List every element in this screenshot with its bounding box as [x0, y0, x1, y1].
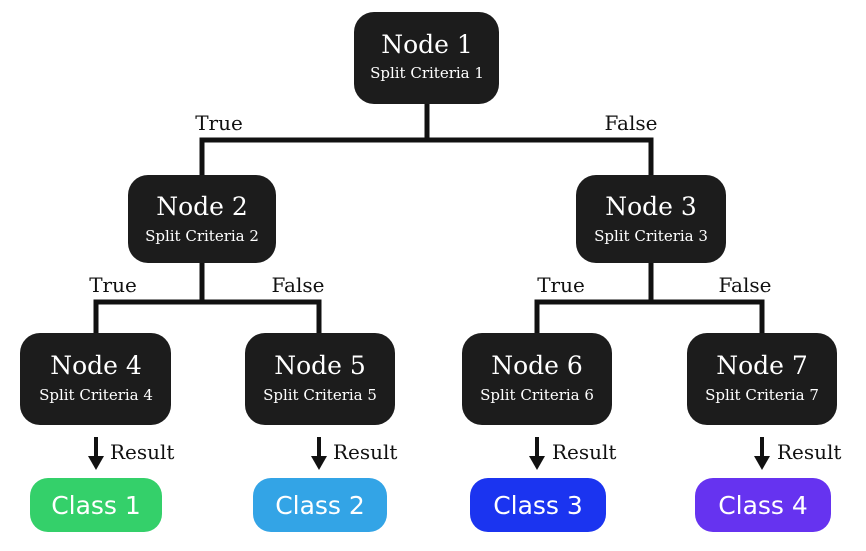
- branch-label-node1-false: False: [605, 111, 658, 135]
- node-6-title: Node 6: [491, 351, 583, 380]
- node-7-title: Node 7: [716, 351, 808, 380]
- class-2: Class 2: [253, 478, 387, 532]
- class-1-label: Class 1: [51, 491, 141, 520]
- node-6-criteria: Split Criteria 6: [480, 386, 594, 404]
- class-2-pill: [253, 478, 387, 532]
- class-4-label: Class 4: [718, 491, 808, 520]
- result-label-node4: Result: [110, 440, 174, 464]
- result-arrow-node6: [529, 437, 545, 470]
- branch-label-node3-true: True: [537, 273, 585, 297]
- node-2-title: Node 2: [156, 192, 248, 221]
- node-1-criteria: Split Criteria 1: [370, 64, 484, 82]
- result-label-node6: Result: [552, 440, 616, 464]
- edge-node3-bar: [534, 299, 765, 334]
- node-5-box: [245, 333, 395, 425]
- node-4: Node 4 Split Criteria 4: [20, 333, 171, 425]
- node-4-box: [20, 333, 171, 425]
- branch-labels: True False True False True False: [89, 111, 771, 297]
- node-5-title: Node 5: [274, 351, 366, 380]
- node-6: Node 6 Split Criteria 6: [462, 333, 612, 425]
- class-1-pill: [30, 478, 162, 532]
- node-3-criteria: Split Criteria 3: [594, 227, 708, 245]
- node-7-criteria: Split Criteria 7: [705, 386, 819, 404]
- node-3: Node 3 Split Criteria 3: [576, 175, 726, 263]
- node-1-title: Node 1: [381, 30, 473, 59]
- node-4-title: Node 4: [50, 351, 142, 380]
- class-3-label: Class 3: [493, 491, 583, 520]
- result-arrow-node5: [311, 437, 327, 470]
- result-arrow-node7: [754, 437, 770, 470]
- edge-node2-bar: [93, 299, 322, 334]
- node-4-criteria: Split Criteria 4: [39, 386, 153, 404]
- node-6-box: [462, 333, 612, 425]
- node-2: Node 2 Split Criteria 2: [128, 175, 276, 263]
- node-5: Node 5 Split Criteria 5: [245, 333, 395, 425]
- branch-label-node1-true: True: [195, 111, 243, 135]
- node-1: Node 1 Split Criteria 1: [354, 12, 499, 104]
- node-3-box: [576, 175, 726, 263]
- class-3: Class 3: [470, 478, 606, 532]
- branch-label-node3-false: False: [719, 273, 772, 297]
- node-2-box: [128, 175, 276, 263]
- result-arrow-node4: [88, 437, 104, 470]
- node-5-criteria: Split Criteria 5: [263, 386, 377, 404]
- node-1-box: [354, 12, 499, 104]
- result-labels: Result Result Result Result: [110, 440, 841, 464]
- edge-node1-bar: [199, 137, 654, 176]
- node-7-box: [687, 333, 837, 425]
- class-4: Class 4: [695, 478, 831, 532]
- node-3-title: Node 3: [605, 192, 697, 221]
- tree-edges: [93, 104, 765, 334]
- class-2-label: Class 2: [275, 491, 365, 520]
- class-4-pill: [695, 478, 831, 532]
- result-label-node7: Result: [777, 440, 841, 464]
- node-7: Node 7 Split Criteria 7: [687, 333, 837, 425]
- class-3-pill: [470, 478, 606, 532]
- branch-label-node2-true: True: [89, 273, 137, 297]
- result-label-node5: Result: [333, 440, 397, 464]
- branch-label-node2-false: False: [272, 273, 325, 297]
- node-2-criteria: Split Criteria 2: [145, 227, 259, 245]
- class-1: Class 1: [30, 478, 162, 532]
- result-arrows: [88, 437, 770, 470]
